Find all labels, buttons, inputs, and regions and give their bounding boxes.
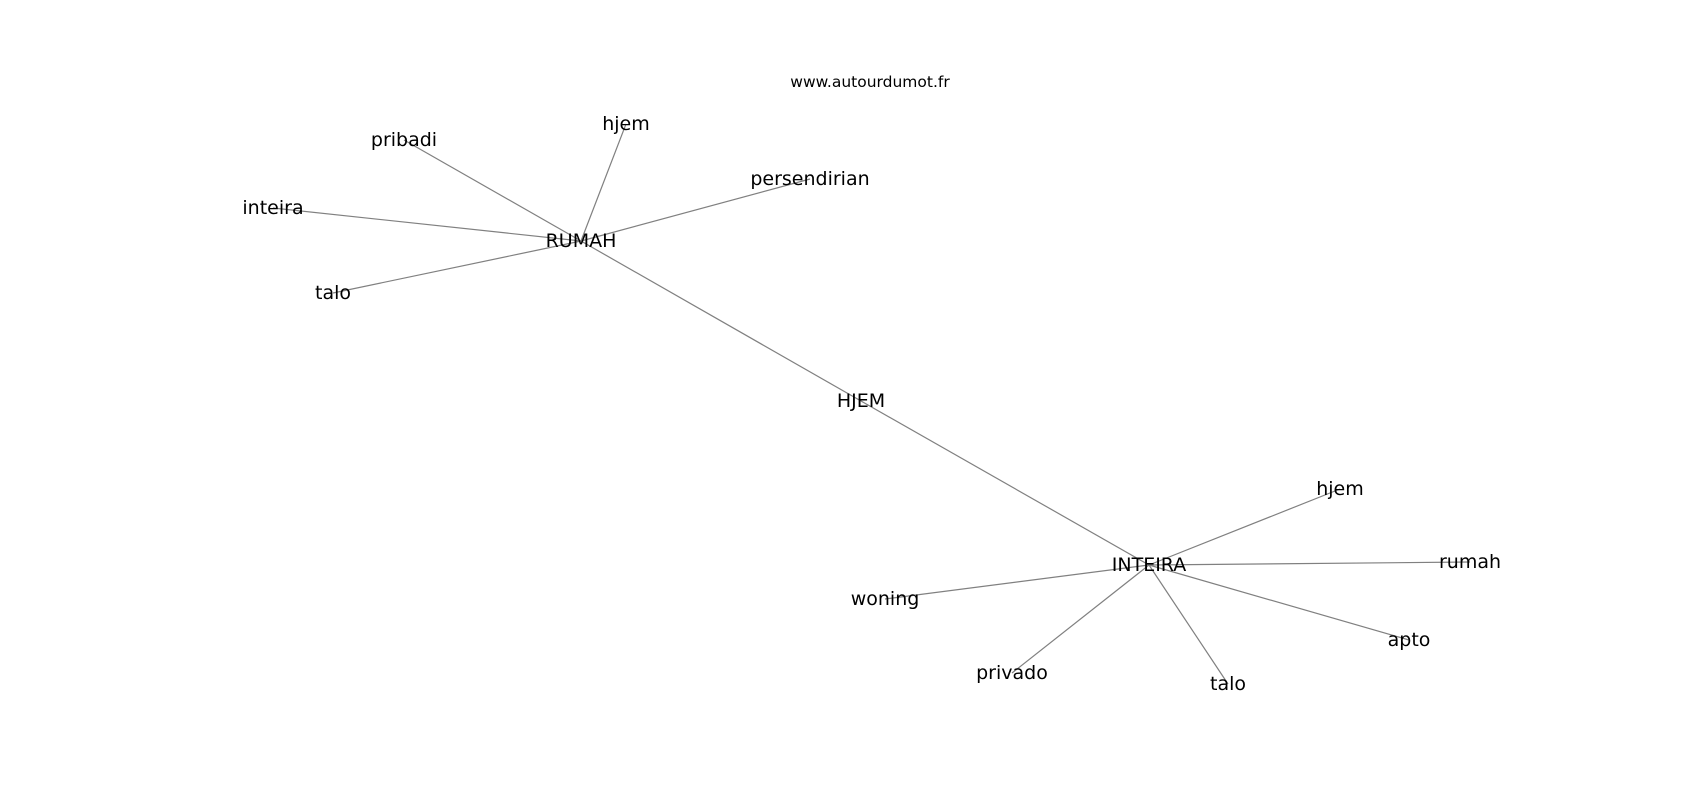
node-label-apto[interactable]: apto bbox=[1388, 629, 1431, 651]
edge-inteira_hub-hjem_i bbox=[1148, 488, 1341, 566]
node-label-inteira-r[interactable]: inteira bbox=[242, 197, 303, 219]
node-label-rumah-hub[interactable]: RUMAH bbox=[546, 230, 617, 252]
edge-inteira_hub-talo_i bbox=[1148, 564, 1229, 685]
node-label-persendirian[interactable]: persendirian bbox=[750, 168, 869, 190]
edge-hjem_hub-inteira_hub bbox=[860, 400, 1150, 566]
edge-rumah_hub-persendirian bbox=[580, 178, 811, 242]
node-label-hjem-r[interactable]: hjem bbox=[602, 113, 650, 135]
edge-rumah_hub-inteira_r bbox=[272, 207, 582, 242]
edge-inteira_hub-rumah_i bbox=[1148, 561, 1471, 566]
node-label-privado[interactable]: privado bbox=[976, 662, 1048, 684]
edge-inteira_hub-woning bbox=[884, 564, 1150, 600]
graph-nodes: HJEM RUMAH INTEIRA pribadi hjem persendirian i… bbox=[242, 113, 1501, 695]
edge-rumah_hub-talo_r bbox=[332, 240, 582, 294]
edge-rumah_hub-pribadi bbox=[403, 139, 582, 242]
edge-inteira_hub-privado bbox=[1011, 564, 1150, 674]
node-label-pribadi[interactable]: pribadi bbox=[371, 129, 437, 151]
node-label-rumah-i[interactable]: rumah bbox=[1439, 551, 1501, 573]
watermark-url[interactable]: www.autourdumot.fr bbox=[790, 73, 950, 91]
node-label-talo-r[interactable]: talo bbox=[315, 282, 351, 304]
node-label-hjem-hub[interactable]: HJEM bbox=[837, 390, 885, 412]
graph-edges bbox=[272, 123, 1471, 685]
edge-inteira_hub-apto bbox=[1148, 564, 1410, 641]
edge-rumah_hub-hjem_hub bbox=[580, 240, 862, 402]
node-label-talo-i[interactable]: talo bbox=[1210, 673, 1246, 695]
node-label-woning[interactable]: woning bbox=[851, 588, 920, 610]
node-label-hjem-i[interactable]: hjem bbox=[1316, 478, 1364, 500]
edge-rumah_hub-hjem_r bbox=[580, 123, 627, 242]
node-label-inteira-hub[interactable]: INTEIRA bbox=[1112, 554, 1186, 576]
